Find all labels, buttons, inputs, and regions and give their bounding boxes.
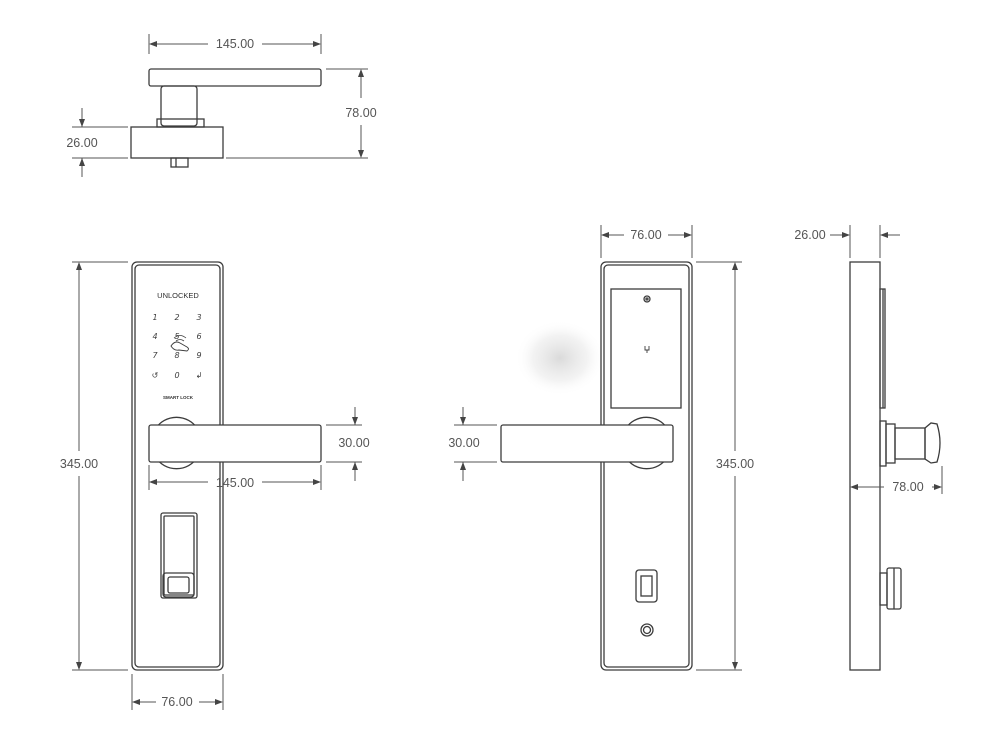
keyhole-icon — [640, 623, 654, 637]
thumb-turn — [635, 569, 658, 603]
back-plate-inner — [603, 264, 690, 668]
dimension-back-width: 76.00 — [600, 225, 693, 258]
dimension-label: 145.00 — [216, 476, 254, 490]
dimension-top-base: 26.00 — [66, 108, 128, 177]
dimension-label: 145.00 — [216, 37, 254, 51]
lock-status-label: UNLOCKED — [157, 291, 199, 300]
dimension-front-handle-height: 30.00 — [326, 407, 370, 481]
front-handle — [148, 416, 322, 470]
back-plate — [600, 261, 693, 671]
keypad-key: 0 — [174, 371, 179, 380]
keypad-key: 7 — [152, 351, 158, 360]
back-handle — [500, 416, 674, 470]
dimension-front-height: 345.00 — [60, 261, 128, 671]
front-handle-lever — [148, 424, 322, 463]
cover-screw-icon — [643, 295, 651, 303]
dimension-top-depth: 78.00 — [226, 68, 377, 159]
top-view-handle-neck — [160, 85, 198, 127]
battery-cover — [610, 288, 682, 409]
side-view: 26.00 78.00 — [794, 225, 943, 671]
keypad-key: ↺ — [152, 371, 159, 380]
brand-label: SMART LOCK — [163, 395, 194, 400]
keypad-panel: UNLOCKED 1 2 3 4 5 6 7 8 9 ↺ 0 ↲ SMART L… — [152, 291, 203, 400]
back-view: 76.00 30.00 345.00 — [448, 225, 754, 671]
dimension-label: 76.00 — [630, 228, 661, 242]
dimension-label: 30.00 — [338, 436, 369, 450]
keypad-key: 2 — [174, 313, 179, 322]
front-view: UNLOCKED 1 2 3 4 5 6 7 8 9 ↺ 0 ↲ SMART L… — [60, 261, 370, 710]
dimension-side-depth: 78.00 — [850, 466, 943, 494]
top-view-handle-bar — [148, 68, 322, 87]
dimension-back-height: 345.00 — [696, 261, 754, 671]
dimension-label: 345.00 — [60, 457, 98, 471]
top-view-base — [130, 126, 224, 159]
top-view: 145.00 78.00 26.00 — [66, 34, 377, 177]
front-plate — [131, 261, 224, 671]
dimension-top-handle-width: 145.00 — [148, 34, 322, 54]
keypad-key: ↲ — [196, 371, 203, 380]
dimension-label: 30.00 — [448, 436, 479, 450]
keypad-key: 1 — [152, 313, 157, 322]
keypad-key: 4 — [152, 332, 157, 341]
back-handle-lever — [500, 424, 674, 463]
dimension-label: 345.00 — [716, 457, 754, 471]
keypad-key: 9 — [196, 351, 201, 360]
keypad-key: 8 — [174, 351, 179, 360]
fingerprint-sensor — [167, 576, 190, 594]
dimension-label: 78.00 — [892, 480, 923, 494]
front-plate-inner — [134, 264, 221, 668]
dimension-front-width: 76.00 — [131, 674, 224, 710]
dimension-side-thickness: 26.00 — [794, 225, 900, 258]
blur-smudge — [515, 320, 605, 396]
dimension-label: 26.00 — [66, 136, 97, 150]
dimension-front-handle-length: 145.00 — [148, 465, 322, 490]
dimension-back-handle-height: 30.00 — [448, 407, 497, 481]
side-thumb-turn — [879, 567, 902, 610]
keypad-key: 6 — [196, 332, 201, 341]
side-handle — [879, 420, 941, 467]
usb-port-icon — [644, 346, 650, 353]
dimension-label: 26.00 — [794, 228, 825, 242]
side-body — [849, 261, 881, 671]
dimension-label: 76.00 — [161, 695, 192, 709]
nfc-card-icon — [170, 335, 189, 352]
keypad-key: 3 — [196, 313, 201, 322]
dimension-label: 78.00 — [345, 106, 376, 120]
fingerprint-module — [160, 512, 198, 599]
top-view-spindle — [170, 157, 189, 168]
